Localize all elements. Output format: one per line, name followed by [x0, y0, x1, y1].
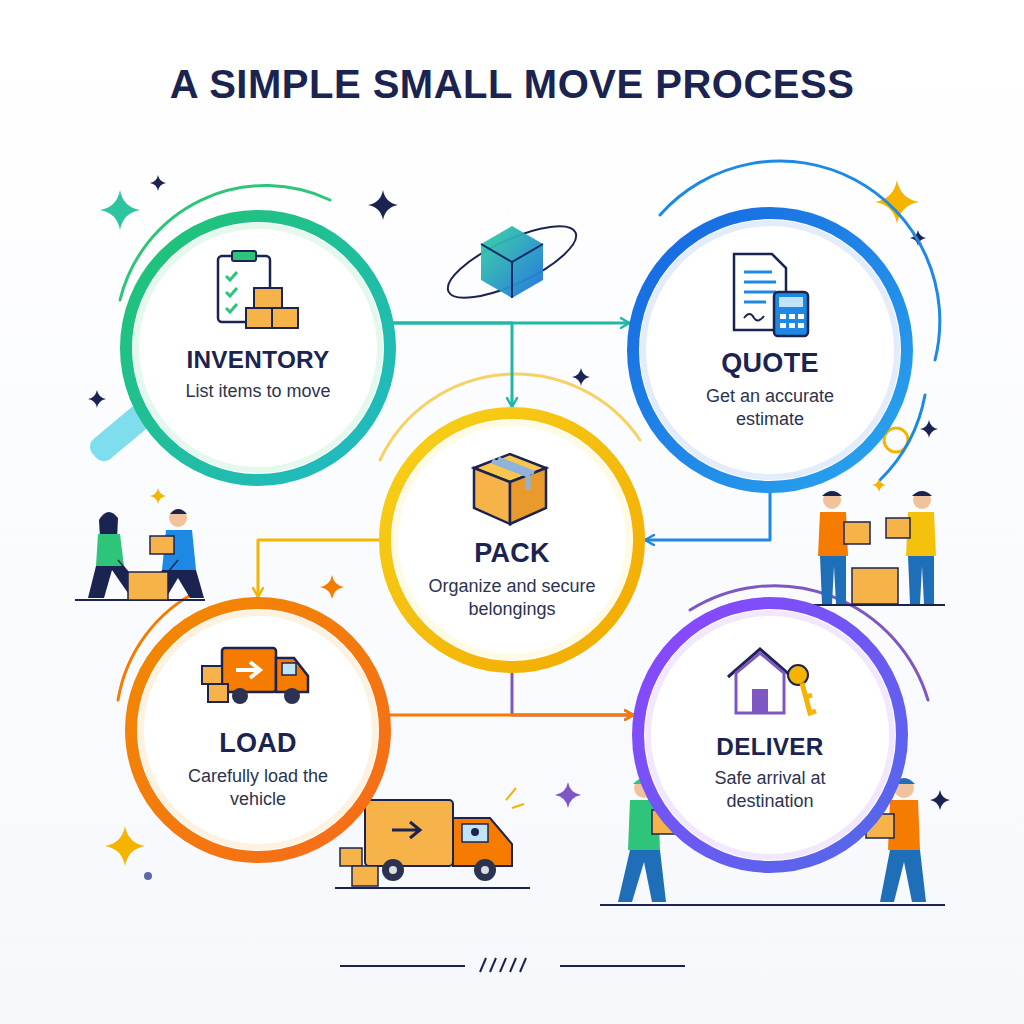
node-content: DELIVER Safe arrival at destination [630, 595, 910, 812]
flow-arrow [258, 540, 379, 597]
node-heading: DELIVER [716, 733, 823, 761]
node-icon [208, 248, 308, 338]
node-heading: PACK [474, 538, 550, 569]
node-description: List items to move [185, 380, 330, 403]
node-description: Organize and secure belongings [412, 575, 612, 620]
process-circle: PACK Organize and secure belongings [377, 405, 647, 675]
diagram-title: A SIMPLE SMALL MOVE PROCESS [0, 62, 1024, 107]
people-packing [75, 488, 205, 600]
process-circle: INVENTORY List items to move [118, 208, 398, 488]
process-circle: DELIVER Safe arrival at destination [630, 595, 910, 875]
node-content: INVENTORY List items to move [118, 208, 398, 403]
node-icon [464, 440, 560, 532]
movers [812, 478, 945, 605]
node-heading: QUOTE [721, 348, 819, 379]
process-circle: LOAD Carefully load the vehicle [123, 595, 393, 865]
node-content: PACK Organize and secure belongings [377, 405, 647, 620]
cube-icon [439, 212, 584, 311]
sparkles [88, 175, 950, 880]
node-description: Safe arrival at destination [683, 767, 858, 812]
node-icon [722, 250, 818, 346]
footer-rule [340, 958, 685, 972]
flow-arrow [390, 714, 633, 717]
process-circle: QUOTE Get an accurate estimate [625, 205, 915, 495]
node-description: Carefully load the vehicle [178, 765, 338, 810]
flow-arrow [512, 673, 634, 715]
node-content: LOAD Carefully load the vehicle [123, 595, 393, 810]
flow-arrow [645, 493, 770, 540]
node-heading: LOAD [219, 728, 297, 759]
node-icon [718, 635, 822, 725]
flow-arrow [394, 323, 512, 407]
node-content: QUOTE Get an accurate estimate [625, 205, 915, 430]
node-description: Get an accurate estimate [683, 385, 858, 430]
node-heading: INVENTORY [186, 346, 329, 374]
node-icon [200, 630, 316, 712]
